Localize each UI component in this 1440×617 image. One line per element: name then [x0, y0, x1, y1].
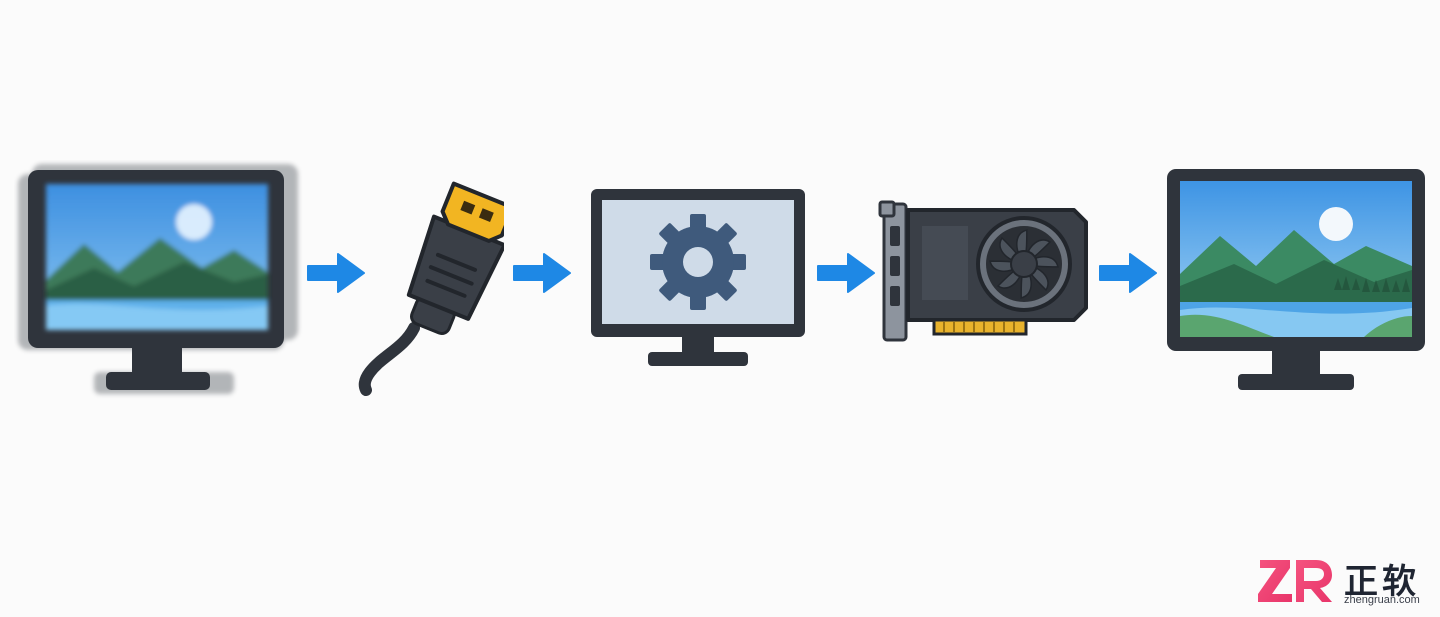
watermark-url: zhengruan.com	[1344, 594, 1420, 606]
blurry-monitor-icon	[18, 164, 298, 394]
clear-monitor-icon	[1167, 169, 1425, 390]
arrow-right-icon	[1099, 253, 1157, 293]
watermark: 正软 zhengruan.com	[1256, 552, 1436, 612]
arrow-right-icon	[513, 253, 571, 293]
arrow-right-icon	[817, 253, 875, 293]
arrow-right-icon	[307, 253, 365, 293]
watermark-brand: 正软	[1344, 562, 1420, 602]
zr-logo-icon	[1258, 560, 1332, 602]
monitor-settings-icon	[591, 189, 805, 366]
graphics-card-icon	[878, 200, 1088, 342]
hdmi-cable-icon	[358, 181, 504, 396]
